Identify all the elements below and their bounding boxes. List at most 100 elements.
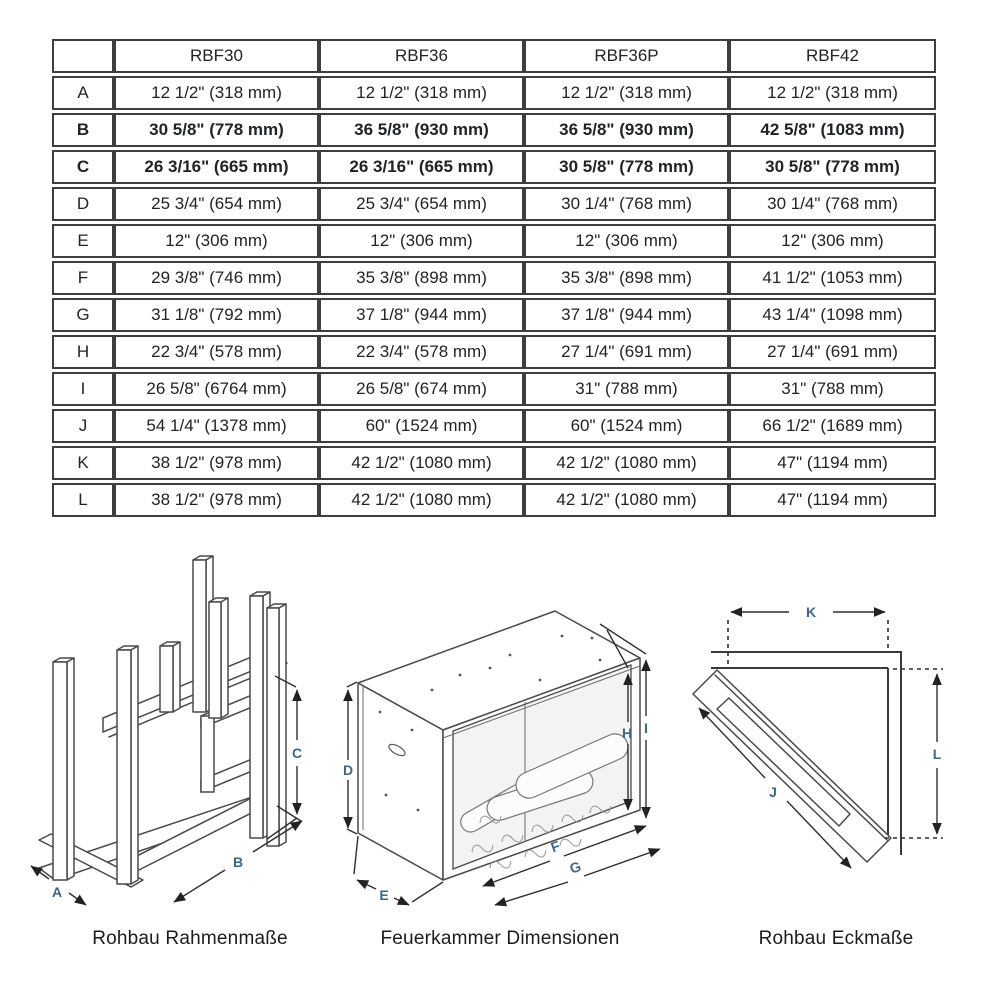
dim-leader-i (599, 623, 647, 655)
dim-value: 31 1/8" (792 mm) (114, 298, 319, 332)
caption-corner: Rohbau Eckmaße (758, 928, 914, 949)
right-studs (249, 591, 287, 847)
dim-value: 30 5/8" (778 mm) (729, 150, 936, 184)
table-row: A 12 1/2" (318 mm) 12 1/2" (318 mm) 12 1… (52, 76, 936, 110)
model-header-rbf36p: RBF36P (524, 39, 729, 73)
dim-line-j (786, 800, 852, 869)
center-studs (192, 555, 229, 719)
row-label: G (52, 298, 114, 332)
table-header-row: RBF30 RBF36 RBF36P RBF42 (52, 39, 936, 73)
dim-value: 37 1/8" (944 mm) (319, 298, 524, 332)
opening-jamb (200, 715, 215, 793)
dim-label-c: C (292, 745, 302, 761)
dim-value: 30 5/8" (778 mm) (524, 150, 729, 184)
cripple-studs (159, 641, 181, 713)
model-header-rbf42: RBF42 (729, 39, 936, 73)
row-label: K (52, 446, 114, 480)
dim-line-g (494, 881, 569, 907)
dim-value: 22 3/4" (578 mm) (114, 335, 319, 369)
table-row: G 31 1/8" (792 mm) 37 1/8" (944 mm) 37 1… (52, 298, 936, 332)
dim-value: 41 1/2" (1053 mm) (729, 261, 936, 295)
dim-label-l: L (933, 746, 942, 762)
dim-value: 12 1/2" (318 mm) (729, 76, 936, 110)
row-label: H (52, 335, 114, 369)
dim-value: 30 1/4" (768 mm) (524, 187, 729, 221)
dim-value: 60" (1524 mm) (524, 409, 729, 443)
table-row: B 30 5/8" (778 mm) 36 5/8" (930 mm) 36 5… (52, 113, 936, 147)
row-label: D (52, 187, 114, 221)
table-row: K 38 1/2" (978 mm) 42 1/2" (1080 mm) 42 … (52, 446, 936, 480)
table-row: H 22 3/4" (578 mm) 22 3/4" (578 mm) 27 1… (52, 335, 936, 369)
dim-line-e (356, 879, 377, 890)
ember-texture (471, 805, 612, 869)
dim-label-k: K (806, 604, 816, 620)
dim-label-h: H (622, 725, 632, 741)
dim-value: 42 1/2" (1080 mm) (524, 446, 729, 480)
dim-value: 12" (306 mm) (729, 224, 936, 258)
dim-leader-e (411, 881, 444, 903)
table-row: J 54 1/4" (1378 mm) 60" (1524 mm) 60" (1… (52, 409, 936, 443)
dim-value: 12 1/2" (318 mm) (114, 76, 319, 110)
dim-line-f (563, 825, 647, 857)
dim-leader-e (353, 835, 359, 875)
log-set (460, 733, 629, 833)
dim-label-a: A (52, 884, 62, 900)
row-label: A (52, 76, 114, 110)
table-row: E 12" (306 mm) 12" (306 mm) 12" (306 mm)… (52, 224, 936, 258)
left-studs (52, 645, 139, 885)
dim-value: 12" (306 mm) (114, 224, 319, 258)
dim-value: 30 1/4" (768 mm) (729, 187, 936, 221)
dim-value: 12 1/2" (318 mm) (319, 76, 524, 110)
dimension-table: RBF30 RBF36 RBF36P RBF42 A 12 1/2" (318 … (52, 36, 936, 520)
handle-slot (388, 743, 406, 757)
dim-leader-h (606, 629, 629, 669)
table-row: D 25 3/4" (654 mm) 25 3/4" (654 mm) 30 1… (52, 187, 936, 221)
dim-value: 27 1/4" (691 mm) (524, 335, 729, 369)
table-row: I 26 5/8" (6764 mm) 26 5/8" (674 mm) 31"… (52, 372, 936, 406)
caption-firebox: Feuerkammer Dimensionen (380, 928, 620, 949)
top-trim (442, 665, 641, 739)
dim-value: 37 1/8" (944 mm) (524, 298, 729, 332)
dim-label-i: I (644, 720, 648, 736)
dim-value: 36 5/8" (930 mm) (524, 113, 729, 147)
table-row: C 26 3/16" (665 mm) 26 3/16" (665 mm) 30… (52, 150, 936, 184)
dim-line-g (583, 848, 661, 877)
corner-unit-face-line (714, 674, 888, 841)
dim-value: 36 5/8" (930 mm) (319, 113, 524, 147)
wall-outer (711, 651, 902, 855)
dim-value: 60" (1524 mm) (319, 409, 524, 443)
dim-line-f (482, 860, 551, 887)
dim-value: 12 1/2" (318 mm) (524, 76, 729, 110)
dim-leader-d (346, 828, 358, 835)
caption-framing: Rohbau Rahmenmaße (92, 928, 288, 949)
dim-label-b: B (233, 854, 243, 870)
dim-value: 31" (788 mm) (729, 372, 936, 406)
dim-label-e: E (379, 887, 388, 903)
dim-value: 35 3/8" (898 mm) (319, 261, 524, 295)
dim-line-b (173, 869, 226, 903)
dim-line-b (252, 820, 303, 853)
table-row: L 38 1/2" (978 mm) 42 1/2" (1080 mm) 42 … (52, 483, 936, 517)
dim-leader-c (274, 675, 297, 688)
dim-value: 42 5/8" (1083 mm) (729, 113, 936, 147)
dim-label-g: G (567, 858, 583, 877)
firebox-diagram: D E F G H I (343, 610, 661, 907)
dim-leader-c (266, 817, 298, 840)
corner-diagram: K L J (692, 604, 943, 869)
dim-value: 47" (1194 mm) (729, 446, 936, 480)
dim-value: 12" (306 mm) (524, 224, 729, 258)
model-header-rbf30: RBF30 (114, 39, 319, 73)
dim-value: 26 3/16" (665 mm) (319, 150, 524, 184)
dim-line-a (68, 892, 87, 906)
dim-value: 42 1/2" (1080 mm) (319, 483, 524, 517)
dim-value: 27 1/4" (691 mm) (729, 335, 936, 369)
row-label: C (52, 150, 114, 184)
dim-value: 26 5/8" (674 mm) (319, 372, 524, 406)
dim-value: 42 1/2" (1080 mm) (524, 483, 729, 517)
dim-value: 22 3/4" (578 mm) (319, 335, 524, 369)
row-label: E (52, 224, 114, 258)
dim-value: 66 1/2" (1689 mm) (729, 409, 936, 443)
dim-value: 42 1/2" (1080 mm) (319, 446, 524, 480)
dim-value: 12" (306 mm) (319, 224, 524, 258)
